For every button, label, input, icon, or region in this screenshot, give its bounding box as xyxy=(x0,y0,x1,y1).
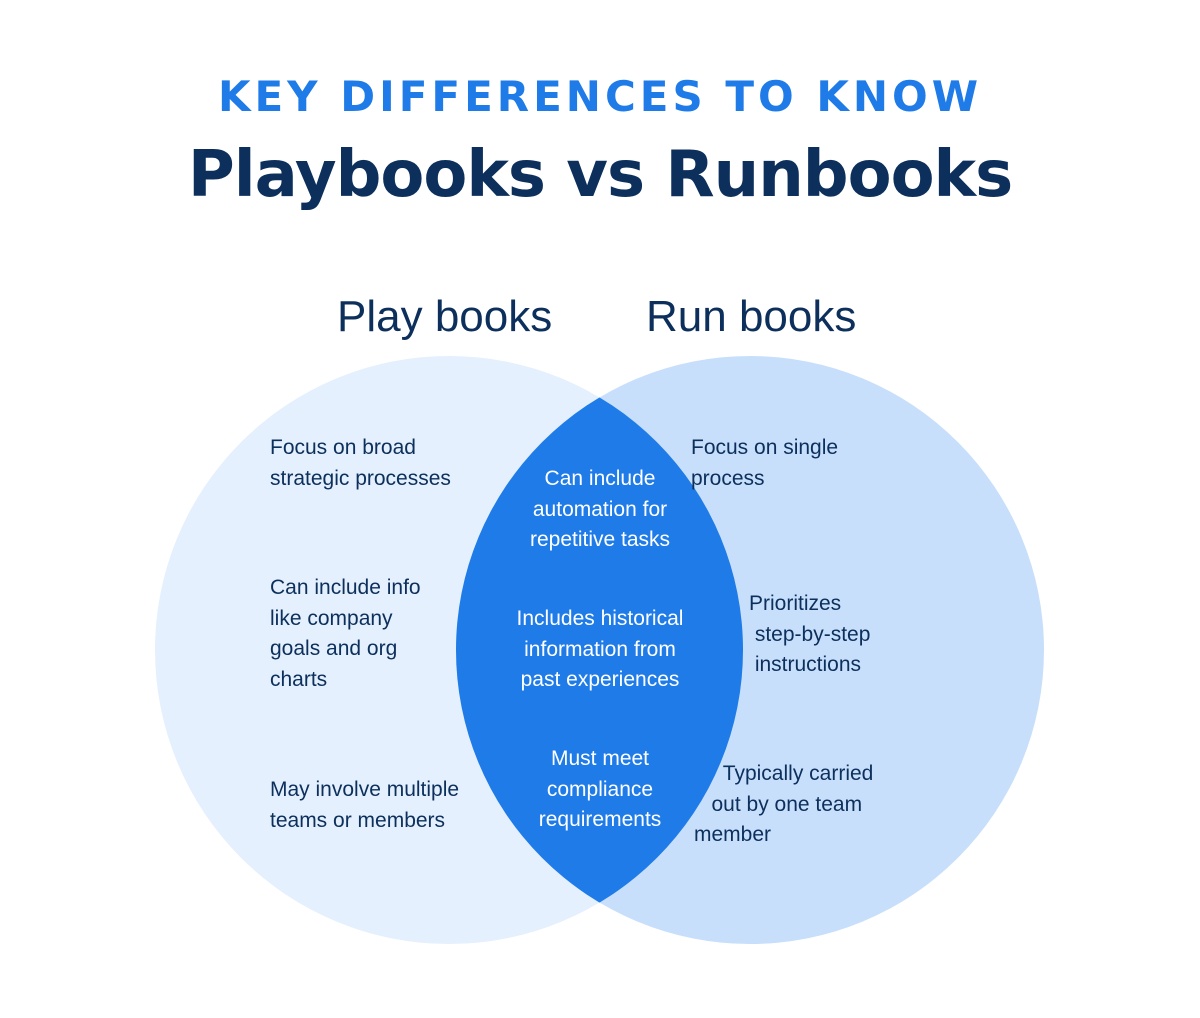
overlap-region xyxy=(456,356,743,944)
runbooks-item-2: Prioritizes step-by-step instructions xyxy=(749,592,871,676)
page-title: Playbooks vs Runbooks xyxy=(187,138,1013,212)
overlap-item-2: Includes historical information from pas… xyxy=(516,607,684,691)
overlap-item-1: Can include automation for repetitive ta… xyxy=(529,467,671,551)
runbooks-item-3: Typically carried out by one team member xyxy=(694,762,874,846)
runbooks-item-1: Focus on single process xyxy=(691,436,839,490)
playbooks-item-3: May involve multiple teams or members xyxy=(270,778,460,832)
playbooks-item-2: Can include info like company goals and … xyxy=(270,576,421,691)
runbooks-label: Run books xyxy=(646,292,857,341)
overlap-item-3: Must meet compliance requirements xyxy=(538,747,662,831)
playbooks-label: Play books xyxy=(337,292,553,341)
eyebrow-heading: KEY DIFFERENCES TO KNOW xyxy=(217,72,983,121)
playbooks-item-1: Focus on broad strategic processes xyxy=(270,436,451,490)
